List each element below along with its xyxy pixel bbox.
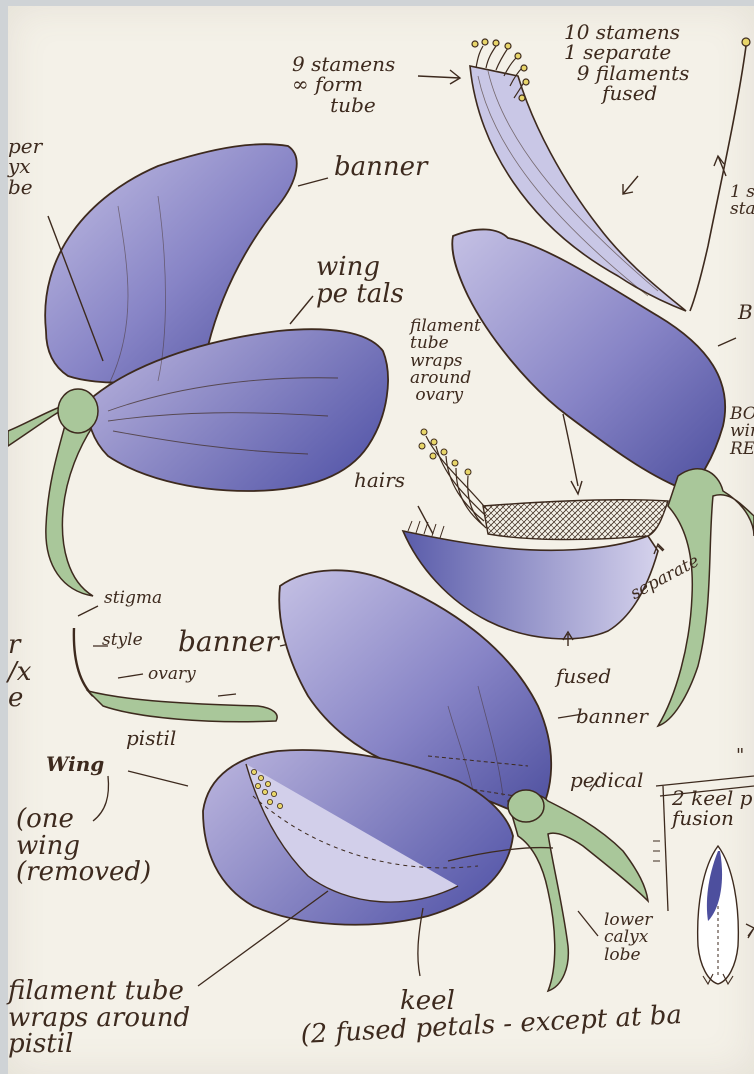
label-b-fragment: B	[738, 302, 753, 322]
label-pedical: pedical	[570, 770, 643, 790]
label-fused: fused	[556, 666, 611, 686]
label-two-keel-fusion: 2 keel p fusion	[672, 788, 752, 829]
label-pistil: pistil	[126, 728, 176, 748]
label-nine-stamens: 9 stamens ∞ form tube	[292, 54, 395, 115]
upper-left-flower	[8, 144, 388, 596]
label-wing-petals: wing pe tals	[316, 254, 404, 307]
label-banner-middle: banner	[178, 628, 279, 657]
label-filament-tube-pistil: filament tube wraps around pistil	[8, 978, 190, 1058]
label-left-edge-mid: r /x e	[8, 632, 31, 712]
label-wing: Wing	[46, 754, 104, 774]
label-style: style	[102, 632, 143, 649]
pistil-ovary	[88, 691, 277, 722]
keel-fusion-detail: "	[653, 745, 754, 984]
upper-left-calyx	[58, 389, 98, 433]
label-filament-tube-ovary: filament tube wraps around ovary	[410, 318, 481, 405]
label-banner-top: banner	[334, 154, 427, 181]
pistil-style	[74, 628, 93, 696]
sketchbook-page: " 9 stamens ∞ form tube 10 stamens 1 sep…	[8, 6, 754, 1074]
right-stem	[658, 469, 754, 726]
label-keel: keel	[400, 988, 455, 1015]
ovary-hatched	[483, 500, 668, 540]
quote-mark: "	[736, 745, 744, 766]
label-ovary: ovary	[148, 666, 196, 683]
label-both-fragment: BOT win RE	[730, 406, 754, 458]
label-hairs: hairs	[354, 470, 405, 490]
label-lower-calyx-lobe: lower calyx lobe	[604, 912, 652, 964]
separate-stamen	[690, 46, 746, 311]
right-banner-petal	[452, 229, 725, 491]
label-one-wing-removed: (one wing (removed)	[16, 806, 151, 886]
label-one-separate-stamen: 1 se sta	[730, 184, 754, 219]
label-banner-lower: banner	[576, 706, 648, 726]
label-stigma: stigma	[104, 590, 162, 607]
label-left-edge-top: per yx be	[8, 136, 42, 197]
label-ten-stamens: 10 stamens 1 separate 9 filaments fused	[564, 22, 689, 104]
